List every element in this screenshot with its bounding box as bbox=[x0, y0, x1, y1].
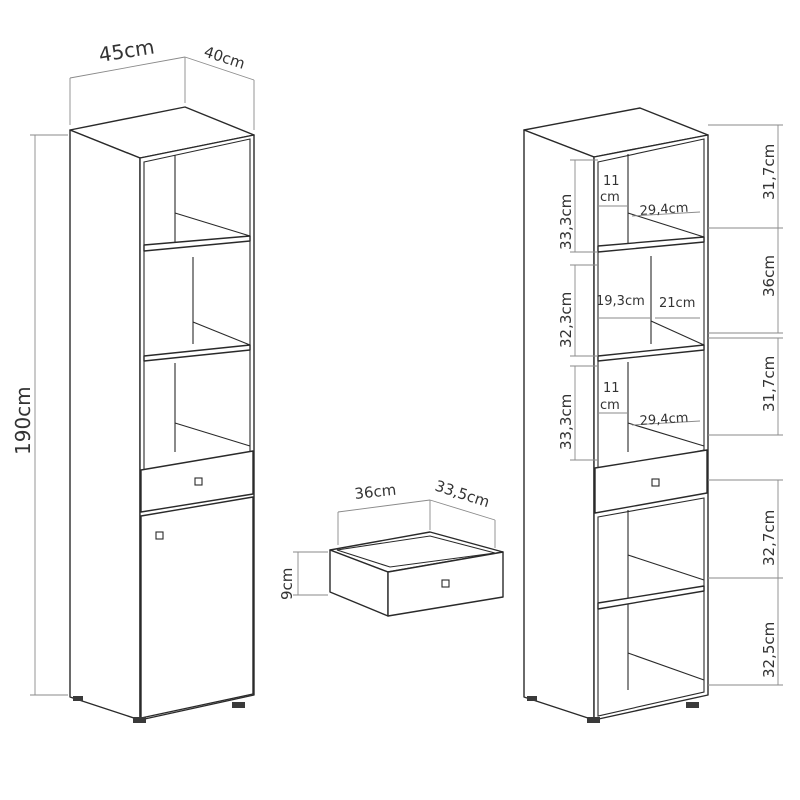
left-drawer-knob bbox=[194, 477, 203, 486]
drawer-illustration bbox=[329, 531, 504, 617]
right-shelf-1 bbox=[597, 236, 705, 253]
left-door-knob bbox=[155, 531, 164, 540]
left-door bbox=[140, 496, 254, 719]
left-width-label: 45cm bbox=[97, 34, 156, 66]
right-shelf-3 bbox=[597, 585, 705, 610]
top-inner-width-value: 11 bbox=[603, 174, 620, 189]
lower-section-height-label: 33,3cm bbox=[557, 394, 575, 450]
drawer-depth-label: 33,5cm bbox=[433, 477, 492, 512]
drawer-height-label: 9cm bbox=[278, 568, 296, 600]
right-drawer-knob bbox=[651, 478, 660, 487]
right-lower-open-area bbox=[597, 497, 705, 717]
right-dimensions bbox=[570, 124, 783, 686]
left-height-label: 190cm bbox=[11, 386, 35, 455]
left-foot-back bbox=[73, 696, 83, 701]
lower-inner-width-value: 11 bbox=[603, 381, 620, 396]
left-cabinet-side bbox=[69, 129, 141, 721]
left-foot-front bbox=[133, 717, 146, 723]
left-cabinet bbox=[69, 106, 255, 723]
left-dimensions bbox=[30, 56, 255, 696]
right-cabinet-front bbox=[593, 134, 709, 721]
cabinet-lower-height-label: 32,5cm bbox=[760, 622, 778, 678]
left-foot-right bbox=[232, 702, 245, 708]
left-depth-label: 40cm bbox=[202, 43, 247, 73]
drawer-knob bbox=[441, 579, 450, 588]
top-section-height-label: 33,3cm bbox=[557, 194, 575, 250]
top-right-height-label: 31,7cm bbox=[760, 144, 778, 200]
middle-section-height-label: 32,3cm bbox=[557, 292, 575, 348]
right-drawer-front bbox=[594, 449, 708, 514]
middle-right-height-label: 36cm bbox=[760, 255, 778, 297]
drawer-dimensions bbox=[293, 499, 496, 596]
top-inner-width-unit: cm bbox=[600, 190, 620, 205]
middle-right-width-label: 21cm bbox=[659, 296, 695, 311]
right-cabinet bbox=[523, 107, 709, 723]
right-foot-front bbox=[587, 717, 600, 723]
right-foot-right bbox=[686, 702, 699, 708]
left-shelf-1 bbox=[143, 235, 251, 252]
drawer-width-label: 36cm bbox=[354, 481, 398, 503]
left-shelf-2 bbox=[143, 344, 251, 362]
right-shelf-2 bbox=[597, 344, 705, 362]
top-shelf-width-label: 29,4cm bbox=[639, 201, 689, 219]
lower-shelf-width-label: 29,4cm bbox=[639, 411, 689, 429]
middle-left-width-label: 19,3cm bbox=[596, 294, 645, 309]
lower-right-height-label: 31,7cm bbox=[760, 356, 778, 412]
lower-inner-width-unit: cm bbox=[600, 398, 620, 413]
right-foot-back bbox=[527, 696, 537, 701]
cabinet-upper-height-label: 32,7cm bbox=[760, 510, 778, 566]
